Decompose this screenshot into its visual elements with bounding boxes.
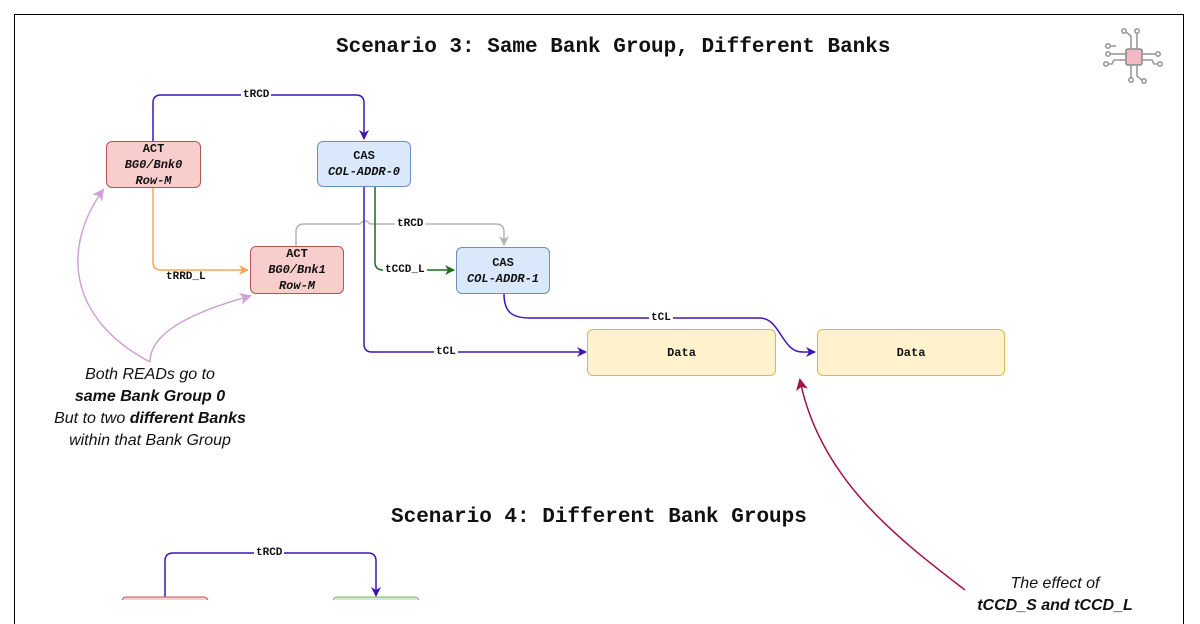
data-box-1: Data (817, 329, 1005, 376)
tcl-1-label: tCL (649, 312, 673, 324)
cas-col1-label: CAS (492, 255, 514, 270)
tccd-l-arrow (374, 187, 455, 275)
scenario4-title: Scenario 4: Different Bank Groups (391, 506, 807, 529)
cas-col1-addr: COL-ADDR-1 (466, 271, 539, 286)
trrd-l-label: tRRD_L (164, 271, 208, 283)
tccd-l-label: tCCD_L (383, 264, 427, 276)
trcd-mid-arrow (295, 220, 509, 246)
data-1-label: Data (896, 345, 926, 360)
tcl-0-label: tCL (434, 346, 458, 358)
act-bnk0-row: Row-M (135, 173, 172, 188)
s4-act-box-top (121, 596, 209, 600)
act-bnk1-box: ACT BG0/Bnk1 Row-M (250, 246, 344, 294)
effect-line-1: The effect of (1010, 575, 1100, 592)
data-0-label: Data (667, 345, 696, 360)
act-bnk1-bank: BG0/Bnk1 (268, 263, 326, 277)
note-line-3: But to two different Banks (54, 410, 246, 427)
trcd-top-label: tRCD (241, 89, 272, 101)
note-line-4: within that Bank Group (69, 432, 231, 449)
act-bnk0-bank: BG0/Bnk0 (124, 157, 183, 172)
act-bnk1-label: ACT (286, 247, 308, 261)
s4-cas-box-top (332, 596, 420, 600)
connector-layer (77, 27, 1164, 600)
cas-col0-label: CAS (353, 149, 375, 163)
cas-col1-box: CAS COL-ADDR-1 (456, 247, 550, 294)
effect-note: The effect of tCCD_S and tCCD_L (955, 573, 1155, 617)
s4-trcd-label: tRCD (254, 547, 285, 559)
cas-col0-box: CAS COL-ADDR-0 (317, 141, 411, 187)
act-bnk0-label: ACT (142, 141, 165, 156)
tcl-0-arrow (363, 187, 587, 357)
trcd-mid-label: tRCD (395, 218, 426, 230)
note-line-2: same Bank Group 0 (74, 388, 226, 405)
note-to-act0-arrow (77, 188, 151, 363)
note-to-act1-arrow (149, 292, 252, 363)
trcd-top-arrow (152, 94, 369, 141)
effect-to-data-arrow (796, 378, 966, 591)
tcl-1-arrow (503, 293, 816, 357)
bank-group-note: Both READs go to same Bank Group 0 But t… (20, 364, 280, 452)
scenario3-title: Scenario 3: Same Bank Group, Different B… (336, 36, 891, 59)
s4-trcd-arrow (164, 552, 381, 600)
data-box-0: Data (587, 329, 776, 376)
cas-col0-addr: COL-ADDR-0 (327, 165, 400, 179)
act-bnk0-box: ACT BG0/Bnk0 Row-M (106, 141, 201, 188)
act-bnk1-row: Row-M (278, 279, 315, 293)
note-line-1: Both READs go to (85, 366, 215, 383)
trrd-l-arrow (152, 188, 249, 275)
diagram-frame (14, 14, 1184, 624)
chip-icon (1103, 27, 1164, 85)
effect-line-2: tCCD_S and tCCD_L (977, 597, 1133, 614)
